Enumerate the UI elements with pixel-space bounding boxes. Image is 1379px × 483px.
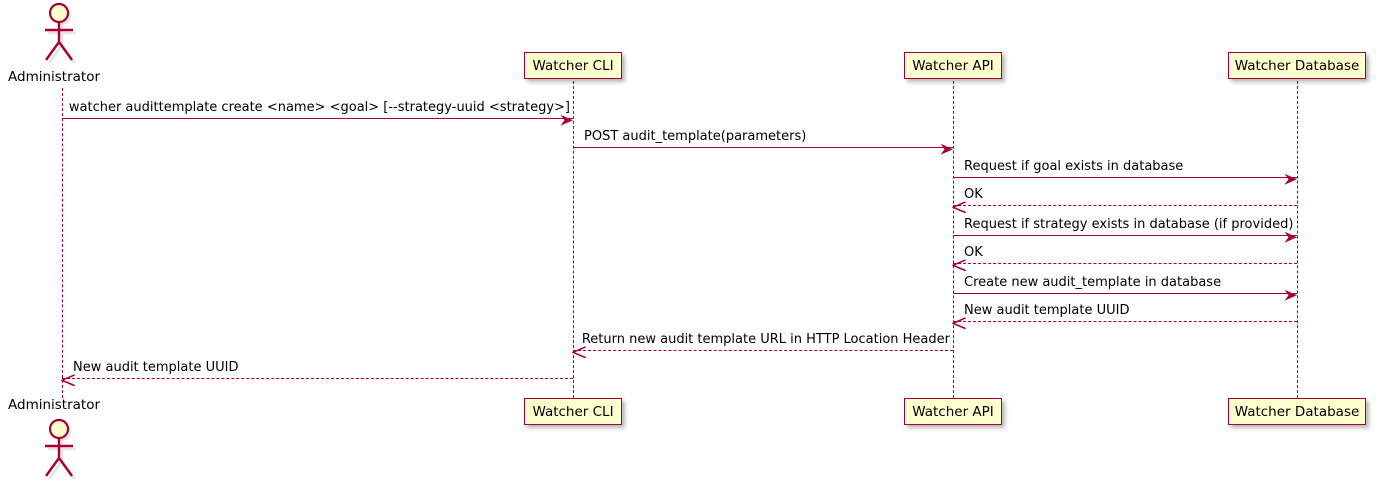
message-arrowhead-7 (952, 315, 966, 330)
message-label-0: watcher audittemplate create <name> <goa… (68, 100, 570, 115)
participant-label-watcher-api-top: Watcher API (912, 57, 994, 74)
participant-label-watcher-database-bottom: Watcher Database (1234, 403, 1360, 420)
message-line-6 (953, 293, 1297, 294)
participant-label-watcher-cli-top: Watcher CLI (532, 57, 614, 74)
message-label-3: OK (964, 187, 983, 202)
message-arrowhead-4 (1284, 229, 1298, 243)
message-line-1 (573, 147, 953, 148)
message-arrowhead-0 (560, 112, 574, 126)
lifeline-watcher-cli (573, 81, 574, 398)
message-line-0 (62, 118, 573, 119)
message-label-7: New audit template UUID (964, 303, 1130, 318)
lifeline-administrator (62, 88, 63, 398)
message-label-9: New audit template UUID (73, 360, 239, 375)
participant-box-watcher-api-bottom[interactable]: Watcher API (904, 398, 1002, 425)
message-arrowhead-2 (1284, 171, 1298, 185)
lifeline-watcher-api (953, 81, 954, 398)
participant-box-watcher-api-top[interactable]: Watcher API (904, 52, 1002, 79)
message-label-4: Request if strategy exists in database (… (964, 217, 1294, 232)
message-label-5: OK (964, 245, 983, 260)
message-line-5 (953, 263, 1297, 264)
message-label-2: Request if goal exists in database (964, 159, 1184, 174)
participant-box-watcher-database-bottom[interactable]: Watcher Database (1228, 398, 1366, 425)
message-arrowhead-3 (952, 199, 966, 214)
participant-box-watcher-cli-bottom[interactable]: Watcher CLI (524, 398, 622, 425)
message-line-9 (62, 378, 573, 379)
message-arrowhead-5 (952, 257, 966, 272)
participant-label-watcher-cli-bottom: Watcher CLI (532, 403, 614, 420)
message-line-7 (953, 321, 1297, 322)
message-label-6: Create new audit_template in database (964, 275, 1222, 290)
actor-administrator-bottom (38, 418, 86, 480)
participant-label-watcher-api-bottom: Watcher API (912, 403, 994, 420)
message-line-3 (953, 205, 1297, 206)
message-line-2 (953, 177, 1297, 178)
message-label-1: POST audit_template(parameters) (584, 129, 807, 144)
participant-box-watcher-cli-top[interactable]: Watcher CLI (524, 52, 622, 79)
actor-label-administrator-bottom: Administrator (8, 397, 101, 413)
message-label-8: Return new audit template URL in HTTP Lo… (581, 332, 950, 347)
participant-label-watcher-database-top: Watcher Database (1234, 57, 1360, 74)
message-line-8 (573, 350, 953, 351)
actor-administrator-top (38, 2, 86, 64)
message-arrowhead-1 (940, 141, 954, 155)
message-arrowhead-8 (572, 344, 586, 359)
participant-box-watcher-database-top[interactable]: Watcher Database (1228, 52, 1366, 79)
message-arrowhead-9 (61, 372, 75, 387)
message-line-4 (953, 235, 1297, 236)
actor-label-administrator-top: Administrator (8, 69, 101, 85)
message-arrowhead-6 (1284, 287, 1298, 301)
lifeline-watcher-database (1297, 81, 1298, 398)
